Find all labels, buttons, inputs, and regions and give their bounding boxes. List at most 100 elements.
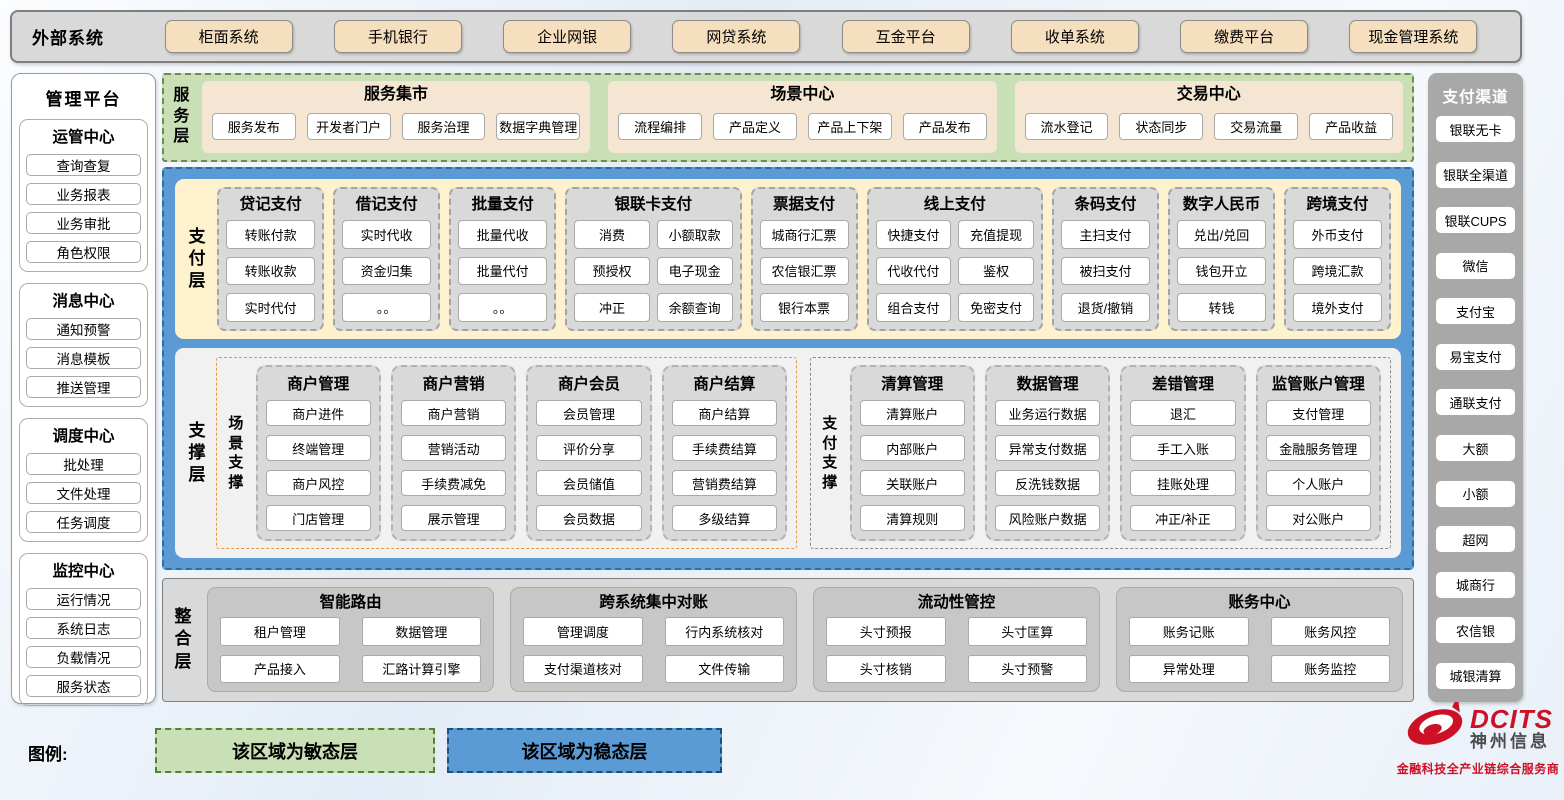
management-item-button[interactable]: 消息模板 [26,347,141,369]
payment-item-button[interactable]: 转账收款 [226,256,316,286]
integration-item-button[interactable]: 文件传输 [664,654,785,683]
external-system-button[interactable]: 缴费平台 [1180,20,1309,53]
integration-item-button[interactable]: 数据管理 [361,617,482,646]
integration-item-button[interactable]: 头寸预报 [826,617,946,646]
payment-channel-button[interactable]: 微信 [1435,251,1516,280]
payment-item-button[interactable]: 小额取款 [656,220,733,249]
payment-item-button[interactable]: 组合支付 [875,293,952,322]
service-item-button[interactable]: 产品定义 [713,112,797,140]
management-item-button[interactable]: 任务调度 [26,511,141,533]
payment-channel-button[interactable]: 小额 [1435,479,1516,508]
support-item-button[interactable]: 终端管理 [265,435,371,461]
support-item-button[interactable]: 多级结算 [671,505,778,531]
service-item-button[interactable]: 交易流量 [1214,112,1299,140]
payment-item-button[interactable]: 冲正 [574,293,650,322]
payment-item-button[interactable]: 充值提现 [958,220,1034,249]
integration-item-button[interactable]: 管理调度 [523,617,643,646]
support-item-button[interactable]: 风险账户数据 [994,505,1101,531]
payment-item-button[interactable]: 批量代收 [458,220,548,249]
payment-channel-button[interactable]: 银联全渠道 [1435,160,1516,189]
payment-item-button[interactable]: 城商行汇票 [759,220,849,249]
payment-item-button[interactable]: 免密支付 [958,293,1034,322]
management-item-button[interactable]: 通知预警 [26,318,141,340]
support-item-button[interactable]: 内部账户 [859,435,965,461]
payment-item-button[interactable]: 预授权 [574,256,650,286]
management-item-button[interactable]: 系统日志 [26,617,141,639]
service-item-button[interactable]: 产品上下架 [807,112,892,140]
service-item-button[interactable]: 服务发布 [211,112,296,140]
external-system-button[interactable]: 柜面系统 [164,20,293,53]
integration-item-button[interactable]: 账务风控 [1270,617,1391,646]
integration-item-button[interactable]: 账务记账 [1129,617,1249,646]
integration-item-button[interactable]: 头寸预警 [967,654,1088,683]
support-item-button[interactable]: 金融服务管理 [1265,435,1371,461]
payment-item-button[interactable]: 转钱 [1176,293,1266,322]
payment-item-button[interactable]: 农信银汇票 [759,256,849,286]
payment-item-button[interactable]: 钱包开立 [1176,256,1266,286]
payment-item-button[interactable]: 被扫支付 [1060,256,1150,286]
support-item-button[interactable]: 清算账户 [859,400,965,426]
service-item-button[interactable]: 流水登记 [1024,112,1109,140]
support-item-button[interactable]: 会员储值 [536,470,642,496]
payment-channel-button[interactable]: 支付宝 [1435,297,1516,326]
support-item-button[interactable]: 展示管理 [400,505,507,531]
management-item-button[interactable]: 业务审批 [26,212,141,234]
integration-item-button[interactable]: 异常处理 [1129,654,1249,683]
service-item-button[interactable]: 状态同步 [1119,112,1204,140]
integration-item-button[interactable]: 产品接入 [220,654,340,683]
external-system-button[interactable]: 收单系统 [1010,20,1139,53]
payment-item-button[interactable]: 外币支付 [1292,220,1382,249]
integration-item-button[interactable]: 汇路计算引擎 [361,654,482,683]
payment-channel-button[interactable]: 大额 [1435,434,1516,463]
service-item-button[interactable]: 服务治理 [401,112,486,140]
management-item-button[interactable]: 角色权限 [26,241,141,263]
payment-item-button[interactable]: 转账付款 [226,220,316,249]
support-item-button[interactable]: 营销活动 [400,435,507,461]
support-item-button[interactable]: 营销费结算 [671,470,778,496]
support-item-button[interactable]: 门店管理 [265,505,371,531]
payment-channel-button[interactable]: 银联CUPS [1435,206,1516,235]
payment-item-button[interactable]: 退货/撤销 [1060,293,1150,322]
support-item-button[interactable]: 手工入账 [1130,435,1236,461]
service-item-button[interactable]: 开发者门户 [306,112,391,140]
payment-item-button[interactable]: 代收代付 [875,256,952,286]
management-item-button[interactable]: 业务报表 [26,183,141,205]
payment-item-button[interactable]: 快捷支付 [875,220,952,249]
payment-item-button[interactable]: 批量代付 [458,256,548,286]
payment-item-button[interactable]: 鉴权 [958,256,1034,286]
integration-item-button[interactable]: 账务监控 [1270,654,1391,683]
payment-item-button[interactable]: 实时代收 [342,220,432,249]
support-item-button[interactable]: 退汇 [1130,400,1236,426]
support-item-button[interactable]: 关联账户 [859,470,965,496]
payment-channel-button[interactable]: 易宝支付 [1435,342,1516,371]
management-item-button[interactable]: 文件处理 [26,482,141,504]
management-item-button[interactable]: 推送管理 [26,376,141,398]
support-item-button[interactable]: 支付管理 [1265,400,1371,426]
support-item-button[interactable]: 手续费减免 [400,470,507,496]
management-item-button[interactable]: 批处理 [26,453,141,475]
payment-item-button[interactable]: 兑出/兑回 [1176,220,1266,249]
payment-item-button[interactable]: 主扫支付 [1060,220,1150,249]
integration-item-button[interactable]: 行内系统核对 [664,617,785,646]
integration-item-button[interactable]: 租户管理 [220,617,340,646]
support-item-button[interactable]: 商户结算 [671,400,778,426]
payment-item-button[interactable]: 实时代付 [226,293,316,322]
support-item-button[interactable]: 个人账户 [1265,470,1371,496]
management-item-button[interactable]: 服务状态 [26,675,141,697]
integration-item-button[interactable]: 支付渠道核对 [523,654,643,683]
support-item-button[interactable]: 反洗钱数据 [994,470,1101,496]
external-system-button[interactable]: 互金平台 [841,20,970,53]
support-item-button[interactable]: 冲正/补正 [1130,505,1236,531]
support-item-button[interactable]: 挂账处理 [1130,470,1236,496]
payment-item-button[interactable]: 电子现金 [656,256,733,286]
integration-item-button[interactable]: 头寸匡算 [967,617,1088,646]
external-system-button[interactable]: 现金管理系统 [1349,20,1478,53]
service-item-button[interactable]: 产品发布 [902,112,987,140]
management-item-button[interactable]: 查询查复 [26,154,141,176]
support-item-button[interactable]: 会员数据 [536,505,642,531]
payment-item-button[interactable]: 银行本票 [759,293,849,322]
support-item-button[interactable]: 手续费结算 [671,435,778,461]
management-item-button[interactable]: 负载情况 [26,646,141,668]
support-item-button[interactable]: 商户进件 [265,400,371,426]
support-item-button[interactable]: 业务运行数据 [994,400,1101,426]
